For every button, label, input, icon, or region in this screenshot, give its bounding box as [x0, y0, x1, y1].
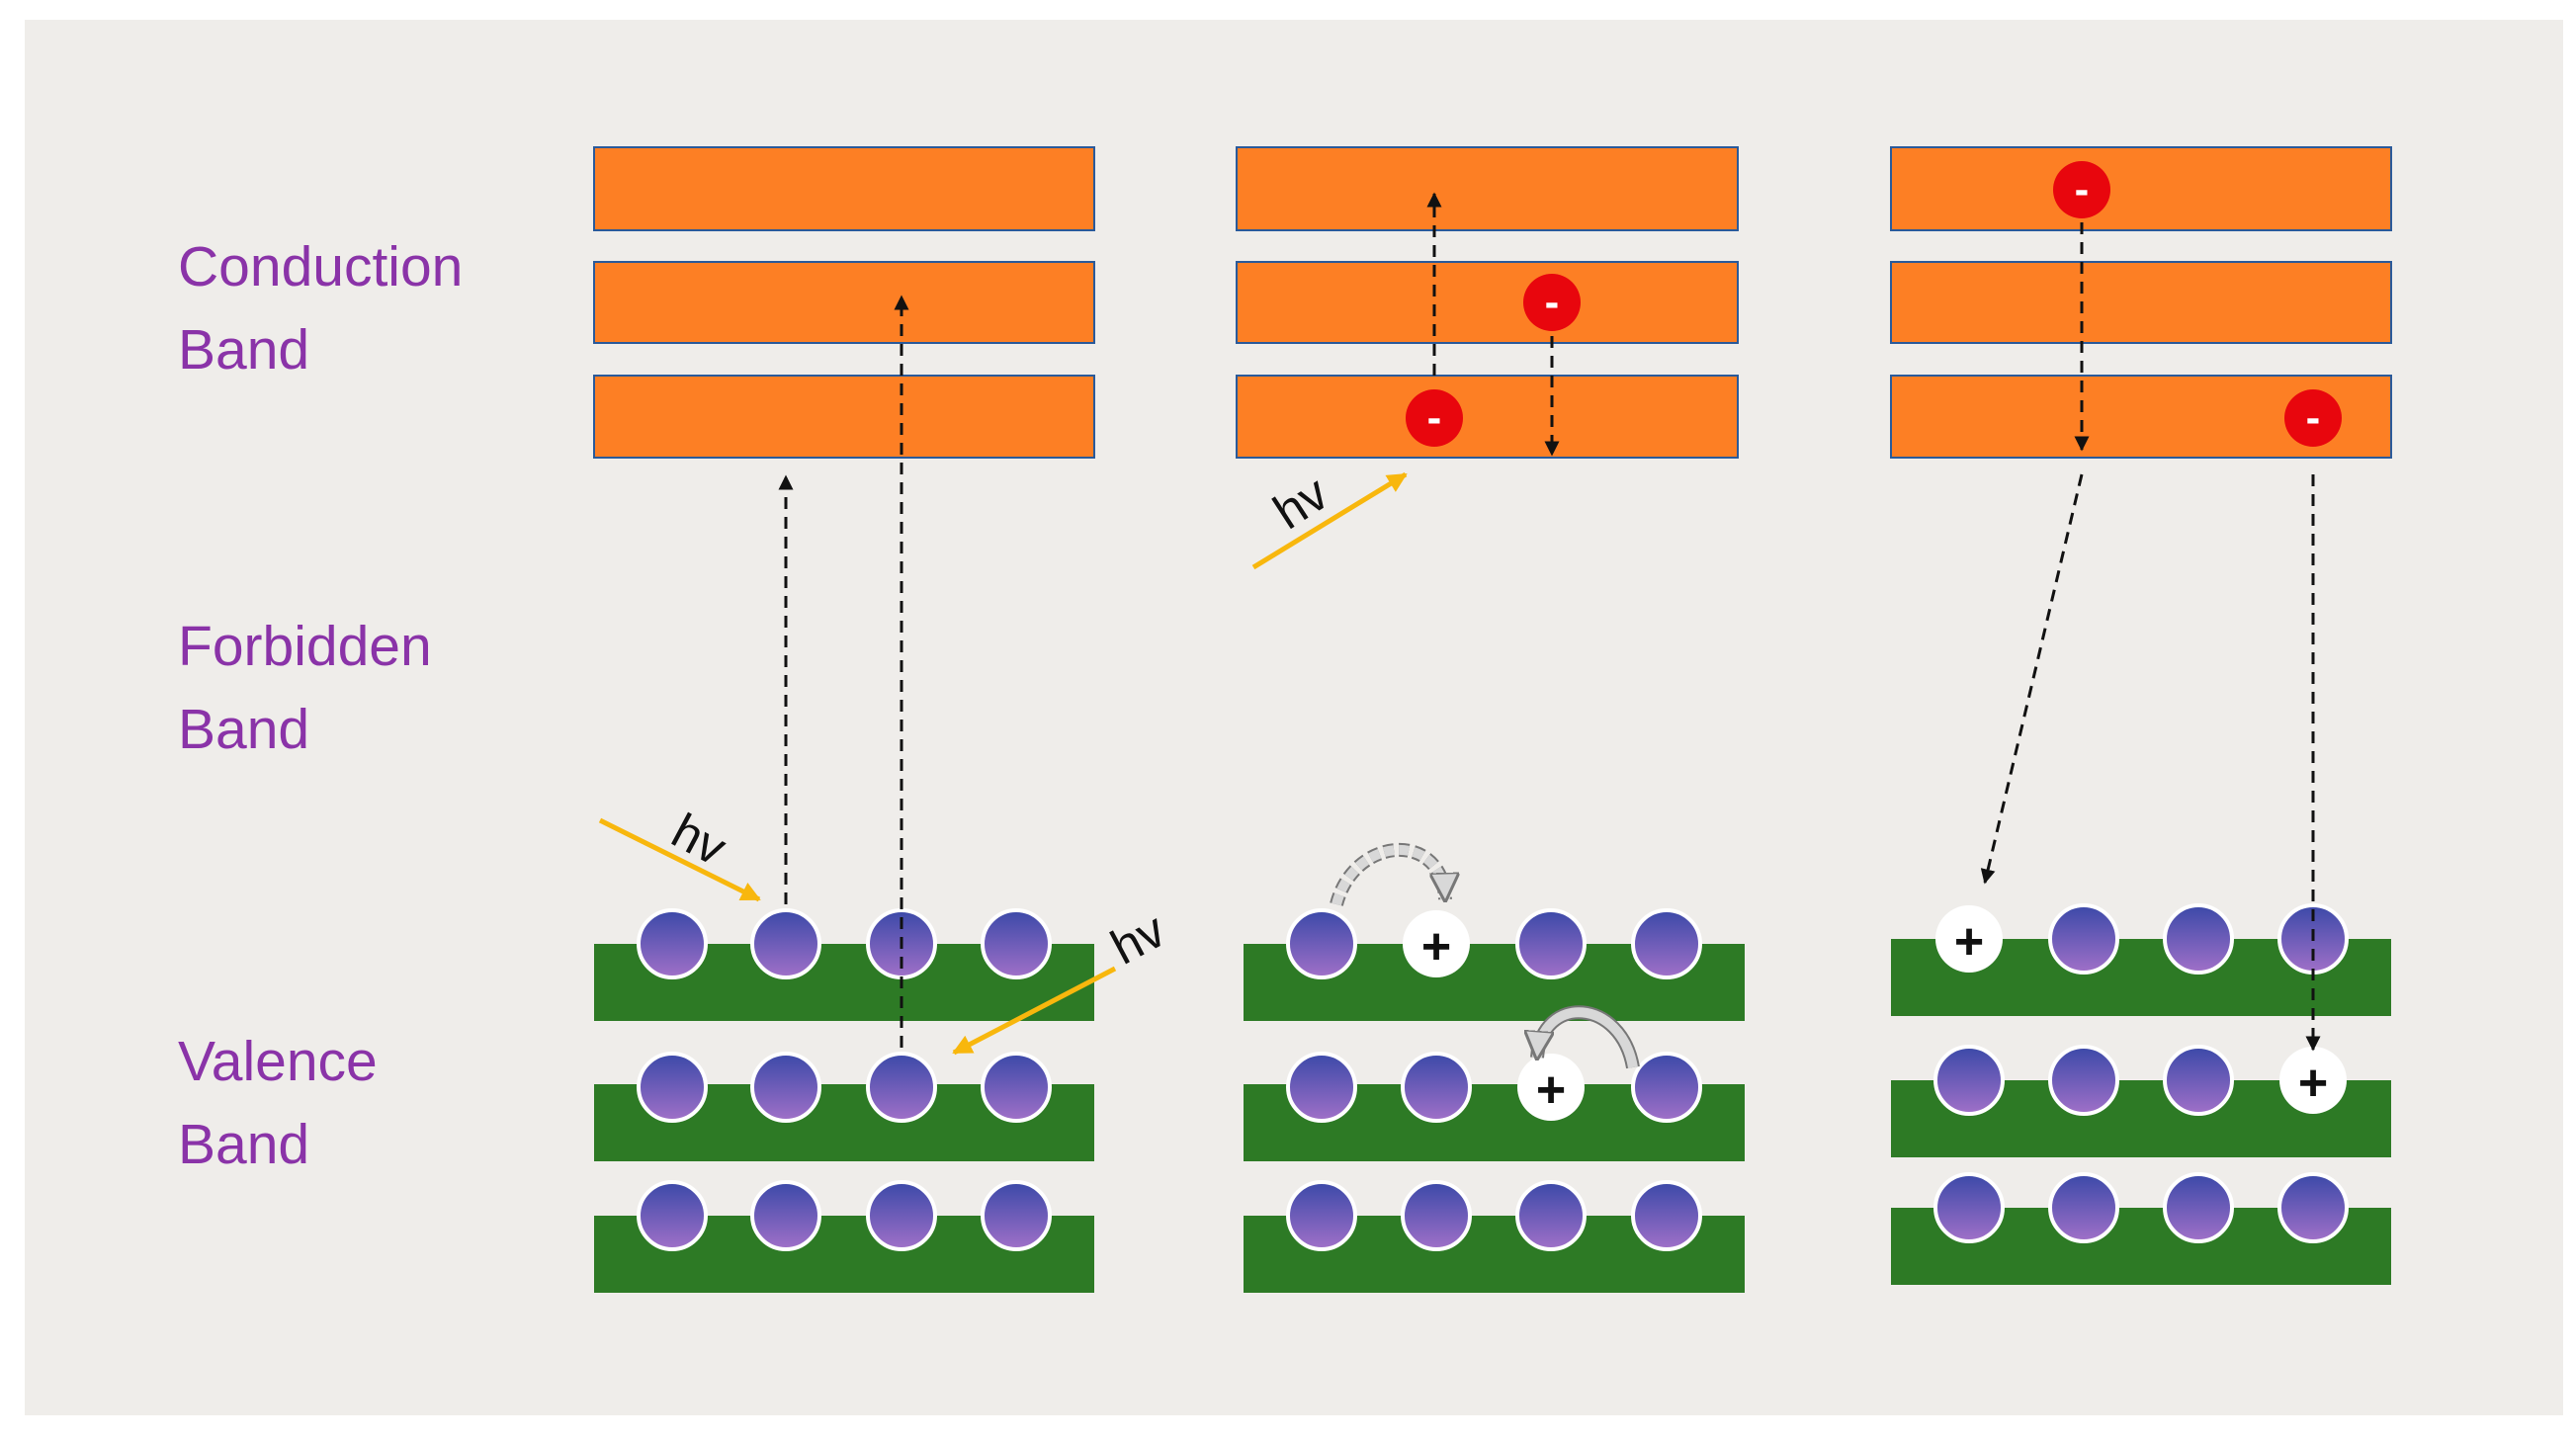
photon-arrow	[598, 817, 761, 902]
valence-band-label-line2: Band	[178, 1113, 310, 1176]
free-electrons: - - - -	[1406, 161, 2342, 447]
forbidden-band-label-line2: Band	[178, 698, 310, 761]
diagram-panel	[25, 20, 2563, 1415]
hole-sign: +	[1421, 918, 1451, 975]
bound-electron	[1515, 908, 1587, 979]
photon-label: hv	[1102, 901, 1174, 975]
valence-band-label: Valence Band	[178, 1020, 378, 1186]
conduction-level	[593, 146, 1095, 231]
free-electron	[1406, 389, 1463, 447]
bound-electron	[637, 1052, 708, 1123]
bound-electron	[1286, 1180, 1357, 1251]
bound-electron	[637, 908, 708, 979]
bound-electron	[2163, 1172, 2234, 1243]
bound-electrons	[637, 903, 2349, 1251]
bound-electron	[866, 1180, 937, 1251]
photon-arrow	[952, 966, 1117, 1056]
bound-electron	[1631, 1180, 1702, 1251]
bound-electron	[1286, 908, 1357, 979]
hole-sign: +	[1954, 913, 1984, 971]
conduction-band-label-line2: Band	[178, 318, 310, 382]
bound-electron	[637, 1180, 708, 1251]
bound-electron	[866, 1052, 937, 1123]
bound-electron	[750, 1052, 821, 1123]
conduction-level	[1890, 146, 2392, 231]
conduction-level	[593, 375, 1095, 459]
bound-electron	[2048, 1045, 2119, 1116]
bound-electron	[1515, 1180, 1587, 1251]
valence-band-label-line1: Valence	[178, 1030, 378, 1093]
photon-arrows	[598, 471, 1408, 1056]
hole	[1935, 905, 2003, 973]
conduction-level	[1890, 261, 2392, 344]
conduction-band-label-line1: Conduction	[178, 235, 464, 298]
conduction-bands	[593, 146, 2392, 459]
forbidden-band-label: Forbidden Band	[178, 605, 432, 771]
photon-arrow	[1251, 471, 1408, 570]
photon-label: hv	[663, 803, 735, 876]
conduction-band-label: Conduction Band	[178, 225, 463, 391]
bound-electron	[1286, 1052, 1357, 1123]
hole	[1403, 910, 1470, 977]
bound-electron	[1631, 908, 1702, 979]
transition-arrows	[778, 192, 2321, 1052]
bound-electron	[1933, 1172, 2005, 1243]
bound-electron	[2163, 903, 2234, 975]
electron-sign: -	[1545, 278, 1560, 326]
bound-electron	[2277, 1172, 2349, 1243]
electron-sign: -	[1427, 393, 1442, 442]
hole-hopping-arrows	[1330, 843, 1640, 1069]
hole	[2279, 1047, 2347, 1114]
bound-electron	[1631, 1052, 1702, 1123]
holes: + + + +	[1403, 905, 2347, 1121]
bound-electron	[1401, 1180, 1472, 1251]
bound-electron	[981, 908, 1052, 979]
bound-electron	[2163, 1045, 2234, 1116]
hole	[1517, 1054, 1585, 1121]
hole-sign: +	[2298, 1055, 2328, 1112]
free-electron	[2053, 161, 2110, 218]
hole-sign: +	[1536, 1061, 1566, 1119]
forbidden-band-label-line1: Forbidden	[178, 615, 432, 678]
bound-electron	[750, 1180, 821, 1251]
free-electron	[1523, 274, 1581, 331]
conduction-level	[593, 261, 1095, 344]
bound-electron	[2048, 1172, 2119, 1243]
valence-bands	[594, 939, 2391, 1293]
bound-electron	[981, 1180, 1052, 1251]
electron-sign: -	[2075, 165, 2090, 213]
bound-electron	[750, 908, 821, 979]
bound-electron	[981, 1052, 1052, 1123]
photon-label: hv	[1263, 465, 1337, 540]
free-electron	[2284, 389, 2342, 447]
electron-sign: -	[2306, 393, 2321, 442]
bound-electron	[1401, 1052, 1472, 1123]
conduction-level	[1236, 261, 1739, 344]
bound-electron	[1933, 1045, 2005, 1116]
hopping-arrow	[1331, 845, 1445, 906]
hopping-arrow	[1537, 1007, 1638, 1069]
recombination-arrow	[1980, 473, 2084, 885]
bound-electron	[2048, 903, 2119, 975]
conduction-level	[1236, 146, 1739, 231]
conduction-level	[1236, 375, 1739, 459]
